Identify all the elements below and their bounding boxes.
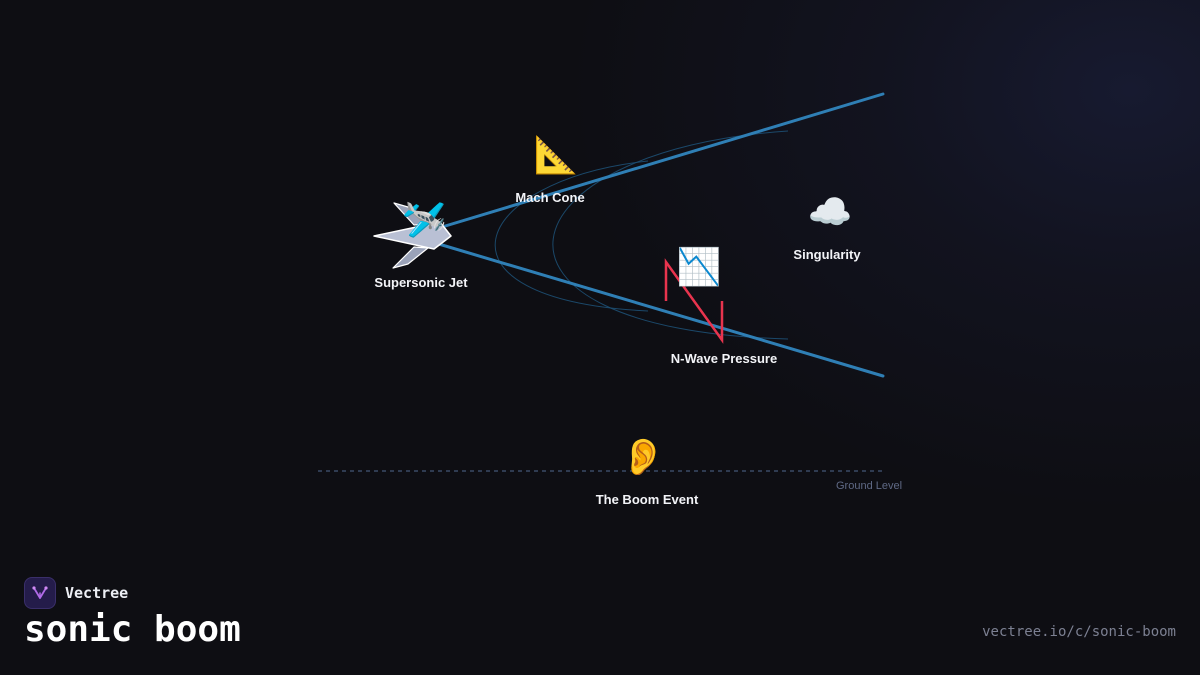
mach-cone-label: Mach Cone [515,190,585,205]
jet-silhouette [373,202,452,269]
wavefront-arc-outer [552,130,789,340]
brand-name: Vectree [65,584,129,602]
ear-icon: 👂 [620,437,666,478]
mach-cone-lower-edge [430,240,885,378]
airplane-icon: 🛩️ [401,200,447,241]
mach-cone-upper-edge [430,92,885,232]
singularity-label: Singularity [793,247,861,262]
wavefront-arc-inner [494,160,649,312]
n-wave-pressure-label: N-Wave Pressure [670,351,778,366]
boom-event-label: The Boom Event [595,492,699,507]
vectree-logo-icon [24,577,56,609]
page-url: vectree.io/c/sonic-boom [982,624,1176,640]
ground-level-label: Ground Level [836,480,903,492]
triangular-ruler-icon: 📐 [533,135,579,176]
chart-decreasing-icon: 📉 [676,247,722,288]
supersonic-jet-label: Supersonic Jet [374,275,468,290]
page-title: sonic boom [24,609,241,650]
n-wave-signature [664,258,724,344]
brand: Vectree [24,577,128,609]
cloud-icon: ☁️ [807,192,853,233]
